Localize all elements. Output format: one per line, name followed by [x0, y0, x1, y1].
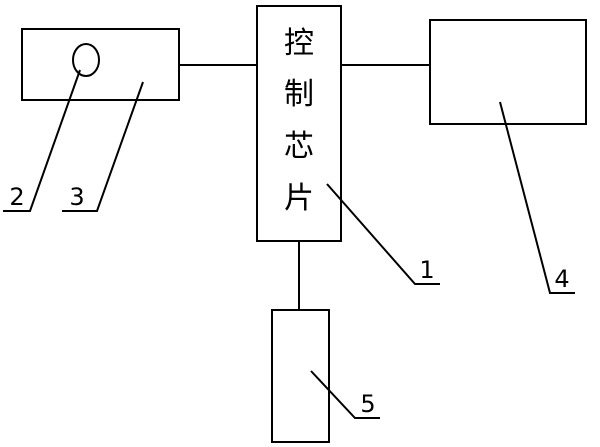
chip-label-char-2: 制 — [284, 77, 314, 112]
chip-label-char-3: 芯 — [284, 129, 314, 164]
left-module-box — [21, 28, 180, 101]
leader-line-4 — [499, 101, 575, 294]
right-module-box — [429, 19, 587, 125]
label-4: 4 — [554, 265, 569, 293]
leader-line-2 — [3, 69, 81, 212]
indicator-circle — [72, 43, 100, 77]
leader-line-5 — [310, 370, 380, 419]
label-2: 2 — [9, 183, 24, 211]
control-chip-box — [256, 5, 342, 242]
leader-line-1 — [326, 183, 440, 285]
leader-line-3 — [62, 81, 144, 212]
chip-label-char-4: 片 — [284, 181, 314, 216]
label-5: 5 — [360, 390, 375, 418]
label-1: 1 — [419, 256, 434, 284]
bottom-module-box — [271, 309, 330, 443]
label-3: 3 — [69, 183, 84, 211]
chip-label-char-1: 控 — [284, 26, 314, 61]
